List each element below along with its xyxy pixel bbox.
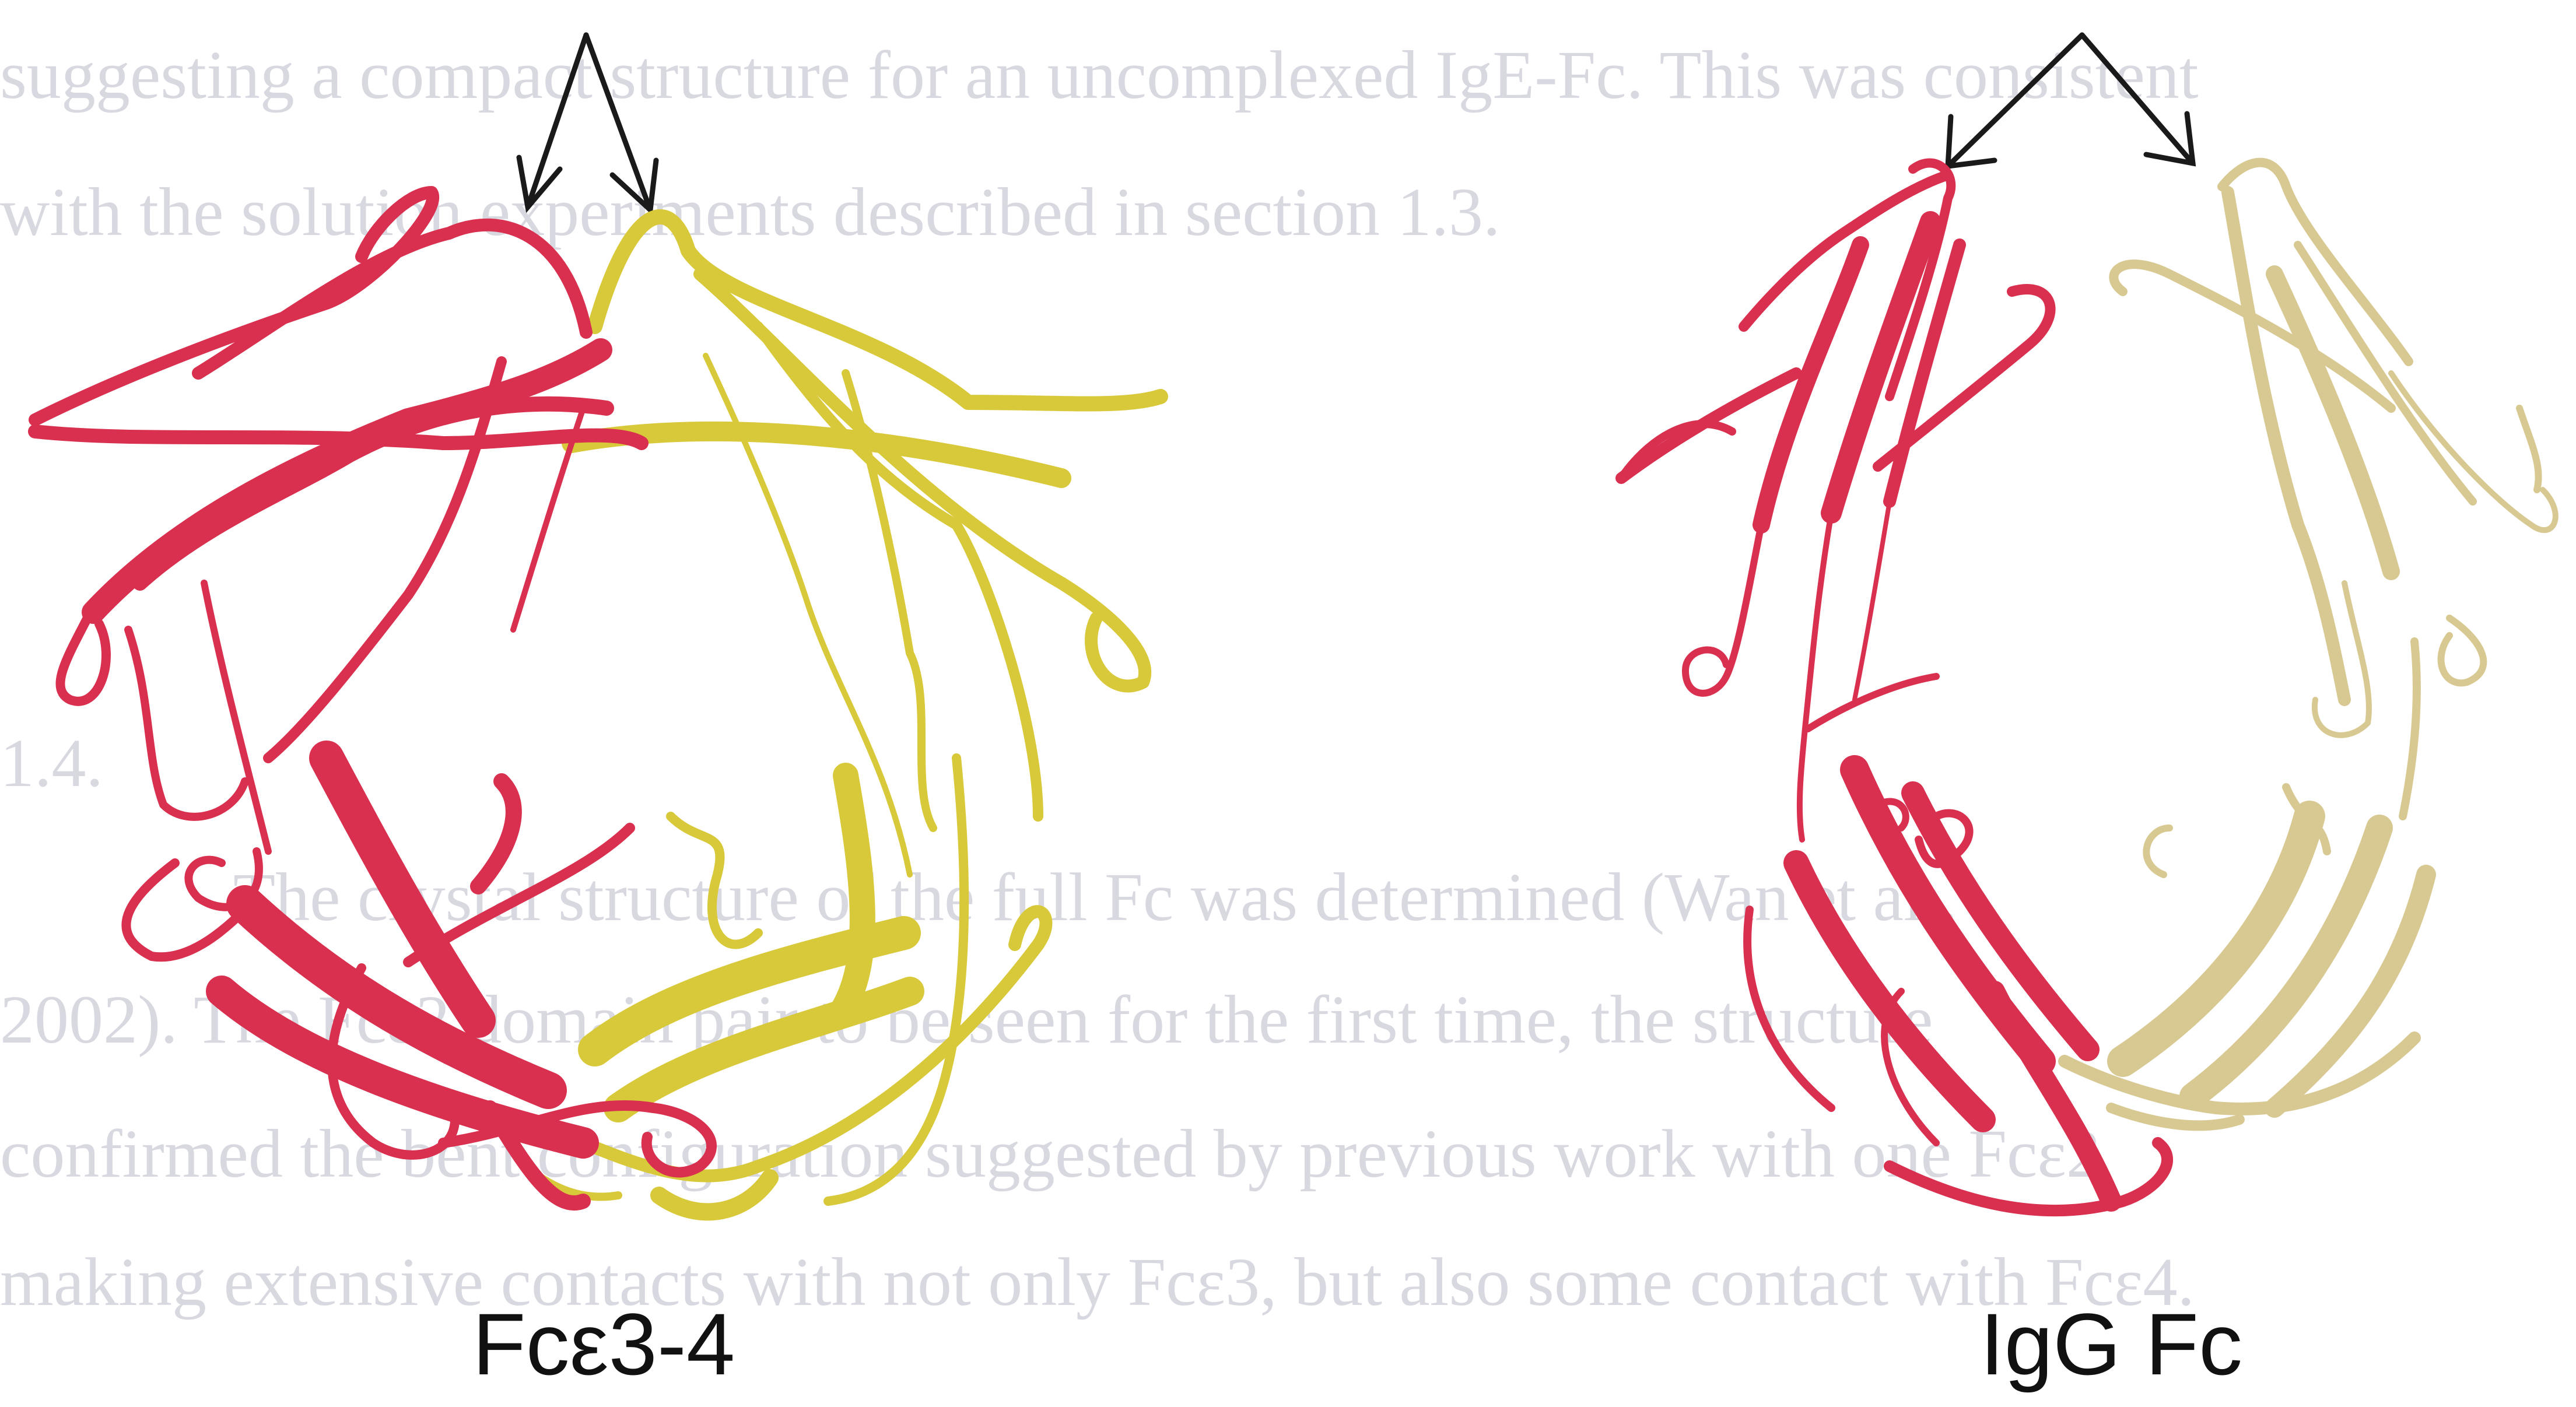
igg-fc-structure-figure [1586,0,2576,1407]
hinge-arrows-right [1948,35,2193,166]
hinge-arrows-left [519,35,656,210]
fce34-caption: Fcε3-4 [472,1300,735,1388]
igg-fc-caption: IgG Fc [1980,1300,2242,1388]
chain-a-red [1621,163,2167,1211]
igg-fc-ribbon-svg [1586,0,2576,1407]
chain-b-yellow [525,217,1161,1212]
fce34-structure-figure [0,0,1213,1407]
fce34-ribbon-svg [0,0,1213,1407]
chain-b-pale [2065,163,2556,1126]
